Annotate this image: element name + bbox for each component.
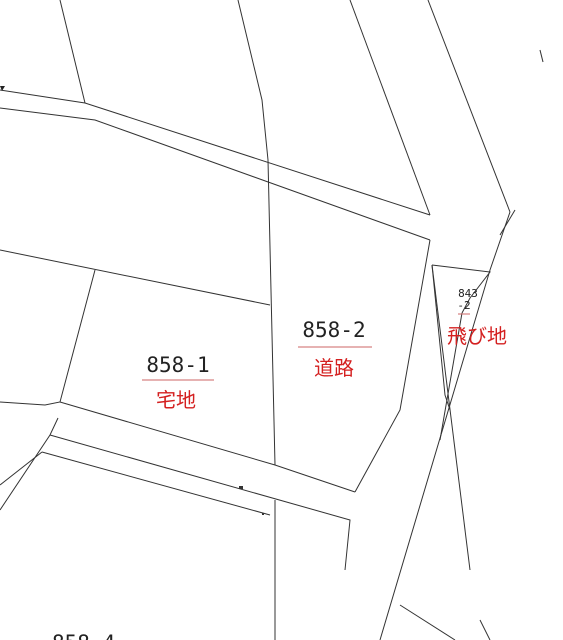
parcel-number: 858-2 xyxy=(302,318,365,342)
land-use-label: 宅地 xyxy=(156,388,196,412)
boundary-line xyxy=(0,249,271,306)
boundary-line xyxy=(399,604,456,640)
enclave-boundary xyxy=(431,264,491,314)
enclave-boundary xyxy=(431,264,451,411)
boundary-line xyxy=(0,451,43,486)
boundary-line xyxy=(539,49,544,63)
land-use-label: 道路 xyxy=(314,356,354,380)
boundary-line xyxy=(349,0,431,216)
boundary-line xyxy=(479,619,491,640)
enclave-boundary xyxy=(439,312,463,441)
road-south-edge xyxy=(0,107,431,241)
boundary-line xyxy=(59,401,356,493)
boundary-line xyxy=(499,209,516,236)
road-north-edge xyxy=(0,89,431,216)
enclave-label-843-2: 843 -2 飛び地 xyxy=(447,287,507,348)
parcel-number-line2: -2 xyxy=(457,299,470,312)
boundary-line xyxy=(59,0,86,104)
arrow-marker xyxy=(0,86,5,91)
boundary-line xyxy=(427,0,511,213)
parcel-boundaries xyxy=(0,0,544,640)
parcel-number: 858-1 xyxy=(146,353,209,377)
boundary-line xyxy=(41,451,271,516)
boundary-line xyxy=(379,211,511,640)
parcel-number-line1: 843 xyxy=(458,287,478,300)
parcel-number-partial: 858-4 xyxy=(52,631,115,640)
parcel-label-858-1: 858-1 宅地 xyxy=(142,353,214,412)
land-use-label: 飛び地 xyxy=(447,324,507,348)
boundary-line xyxy=(0,269,96,406)
boundary-line xyxy=(0,417,59,511)
boundary-line xyxy=(237,0,276,466)
tick-mark xyxy=(239,486,243,489)
boundary-line xyxy=(354,239,431,493)
boundary-line xyxy=(49,434,351,571)
parcel-label-858-2: 858-2 道路 xyxy=(298,318,372,380)
tick-mark xyxy=(262,513,264,515)
enclave-boundary xyxy=(431,264,471,571)
